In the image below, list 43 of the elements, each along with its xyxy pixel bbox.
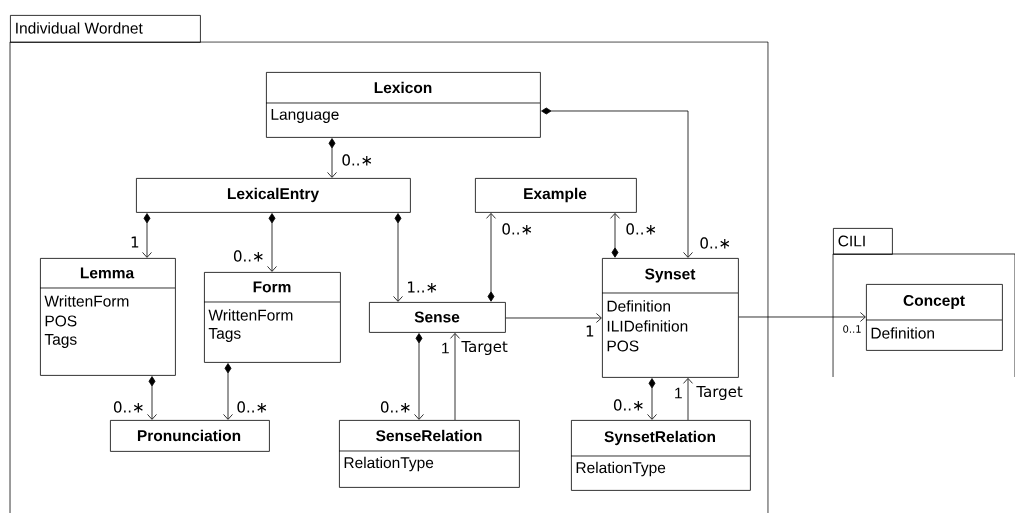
association-arrow [486, 213, 496, 302]
association-arrow [683, 378, 693, 421]
association-arrow [267, 213, 277, 272]
class-box: Form WrittenForm Tags [203, 272, 341, 363]
multiplicity-label: 0..∗ [700, 237, 730, 249]
class-box: Concept Definition [865, 284, 1003, 351]
multiplicity-label: 1 [675, 387, 682, 399]
class-box: Lexicon Language [265, 72, 541, 138]
multiplicity-label: Target [461, 340, 508, 355]
multiplicity-label: 0..∗ [233, 250, 263, 262]
association-arrow [393, 213, 403, 302]
association-arrow [147, 376, 157, 420]
multiplicity-label: 0..∗ [613, 399, 643, 411]
multiplicity-label: Target [696, 385, 743, 400]
multiplicity-label: 1 [586, 325, 594, 337]
class-box: Lemma WrittenForm POS Tags [39, 258, 176, 376]
association-arrow [541, 107, 693, 258]
association-arrow [610, 213, 620, 258]
multiplicity-label: 0..∗ [113, 401, 143, 413]
association-arrow [142, 213, 152, 258]
association-arrow [327, 138, 337, 178]
class-box: SenseRelation RelationType [338, 420, 520, 488]
class-box: Pronunciation [110, 420, 270, 452]
association-arrow [223, 363, 233, 420]
class-box: SynsetRelation RelationType [570, 420, 751, 491]
multiplicity-label: 0..∗ [342, 154, 372, 166]
multiplicity-label: 1..∗ [408, 281, 437, 293]
multiplicity-label: 0..1 [843, 325, 861, 333]
multiplicity-label: 0..∗ [380, 401, 410, 413]
multiplicity-label: 0..∗ [626, 223, 656, 235]
multiplicity-label: 1 [442, 342, 449, 354]
multiplicity-label: 0..∗ [502, 223, 532, 235]
multiplicity-label: 0..∗ [237, 401, 267, 413]
association-arrow [647, 378, 657, 420]
association-arrow [505, 313, 602, 323]
class-box: Sense [369, 302, 506, 333]
association-arrow [450, 333, 460, 421]
association-arrow [738, 312, 866, 322]
class-box: Synset Definition ILIDefinition POS [601, 258, 739, 378]
association-arrow [414, 333, 424, 420]
class-box: LexicalEntry [136, 178, 411, 213]
multiplicity-label: 1 [131, 236, 139, 248]
class-box: Example [475, 178, 637, 213]
